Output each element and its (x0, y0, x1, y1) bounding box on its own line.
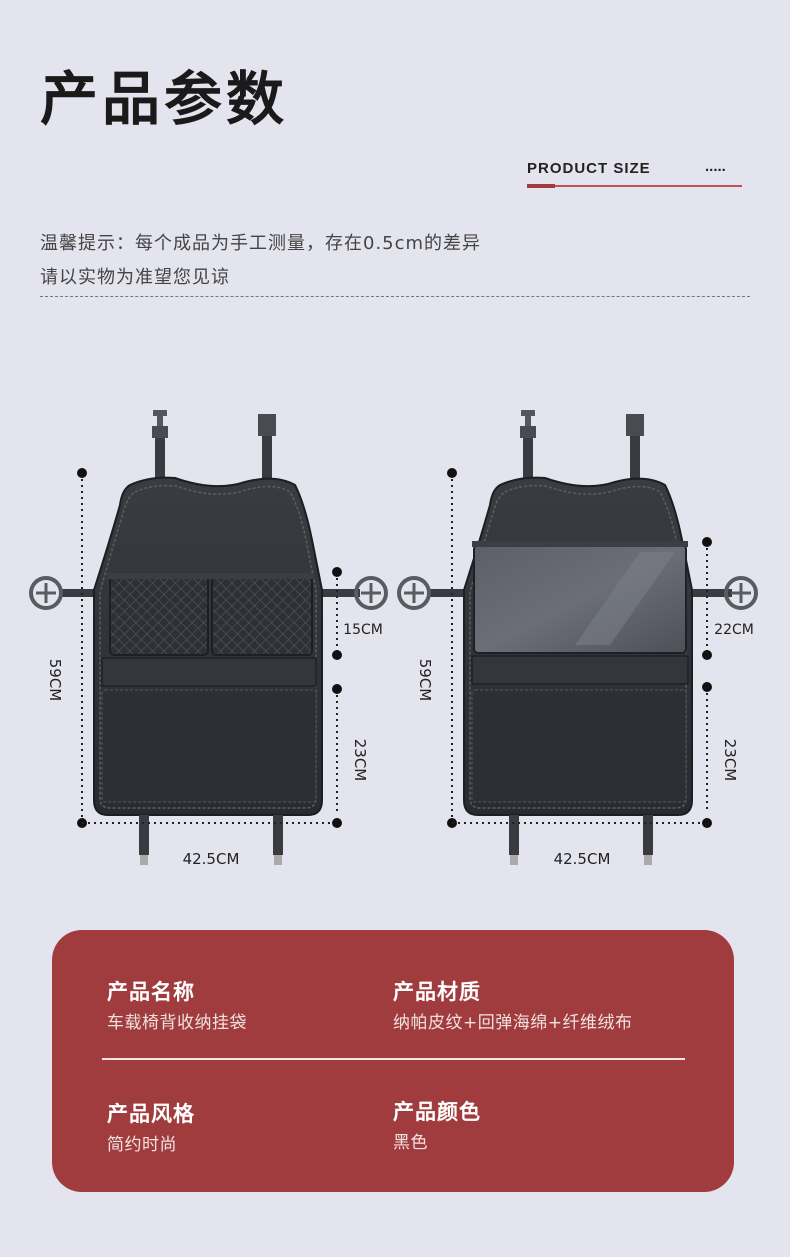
spec-panel: 产品名称 车载椅背收纳挂袋 产品材质 纳帕皮纹+回弹海绵+纤维绒布 产品风格 简… (52, 930, 734, 1192)
left-dimensions (77, 468, 342, 828)
notice-line-1: 温馨提示：每个成品为手工测量，存在0.5cm的差异 (40, 233, 482, 254)
product-name-value: 车载椅背收纳挂袋 (107, 1013, 247, 1033)
spec-divider (102, 1058, 685, 1060)
right-height-label: 59CM (416, 659, 434, 702)
right-top-pocket-label: 22CM (714, 622, 754, 638)
left-height-label: 59CM (46, 659, 64, 702)
left-bottom-pocket-label: 23CM (351, 739, 369, 782)
product-name-label: 产品名称 (107, 980, 195, 1004)
right-organizer (397, 410, 758, 865)
product-size-underline-accent (527, 184, 555, 188)
product-size-underline (527, 185, 742, 187)
product-material-label: 产品材质 (393, 980, 481, 1004)
right-width-label: 42.5CM (554, 850, 611, 868)
notice-line-2: 请以实物为准望您见谅 (40, 267, 230, 288)
product-style-label: 产品风格 (107, 1102, 195, 1126)
product-style-value: 简约时尚 (107, 1135, 177, 1155)
left-top-pocket-label: 15CM (343, 622, 383, 638)
notice-divider (40, 296, 750, 297)
product-color-label: 产品颜色 (393, 1100, 481, 1124)
left-width-label: 42.5CM (183, 850, 240, 868)
page-title: 产品参数 (40, 65, 289, 133)
product-size-label: PRODUCT SIZE (527, 160, 651, 177)
product-size-dots: ..... (705, 158, 726, 175)
product-color-value: 黑色 (393, 1133, 428, 1153)
right-bottom-pocket-label: 23CM (721, 739, 739, 782)
size-diagram: 59CM 42.5CM 15CM 23CM (29, 410, 758, 868)
left-organizer (29, 410, 388, 865)
product-material-value: 纳帕皮纹+回弹海绵+纤维绒布 (393, 1013, 633, 1033)
right-dimensions (447, 468, 712, 828)
